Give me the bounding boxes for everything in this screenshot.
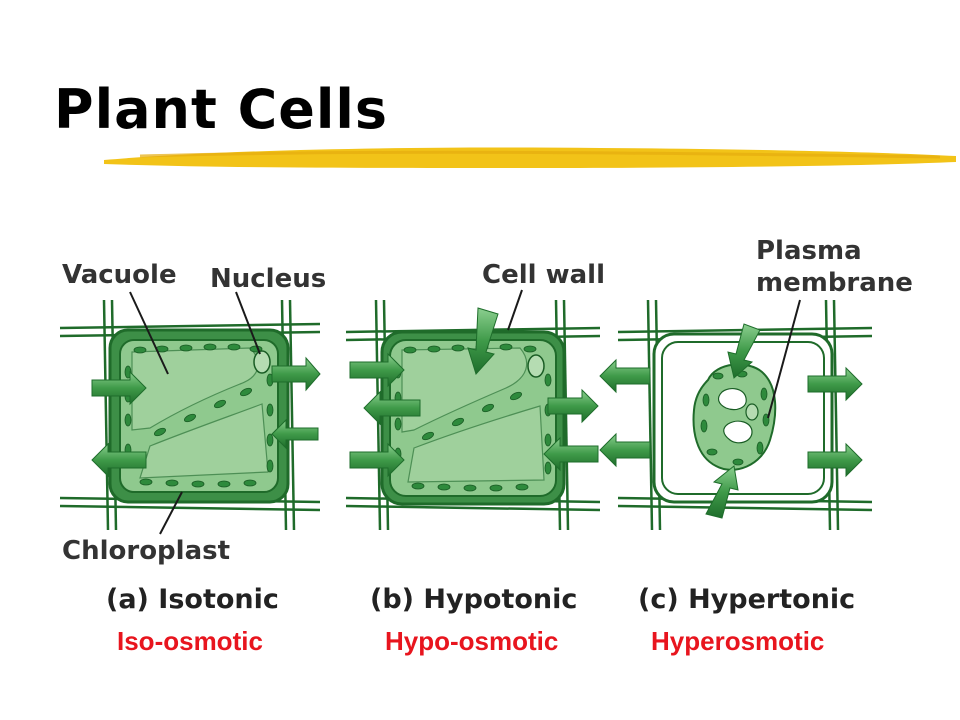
hypertonic-cell xyxy=(599,299,873,531)
cell-wall-label: Cell wall xyxy=(482,260,605,290)
hypo-osmotic-label: Hypo-osmotic xyxy=(385,626,559,656)
slide-title: Plant Cells xyxy=(54,78,388,141)
nucleus-label: Nucleus xyxy=(210,264,327,294)
vacuole-label: Vacuole xyxy=(62,260,177,290)
isotonic-cell xyxy=(59,299,321,531)
chloroplast-label: Chloroplast xyxy=(62,536,231,566)
caption-hypotonic: (b) Hypotonic xyxy=(370,584,578,615)
hypotonic-cell xyxy=(345,299,601,531)
iso-osmotic-label: Iso-osmotic xyxy=(117,626,263,656)
title-underline xyxy=(104,147,956,168)
hyperosmotic-label: Hyperosmotic xyxy=(651,626,825,656)
caption-hypertonic: (c) Hypertonic xyxy=(638,584,856,615)
caption-isotonic: (a) Isotonic xyxy=(106,584,279,615)
label-pointers xyxy=(129,289,801,535)
membrane-label: membrane xyxy=(756,268,913,298)
plasma-label: Plasma xyxy=(756,236,862,266)
